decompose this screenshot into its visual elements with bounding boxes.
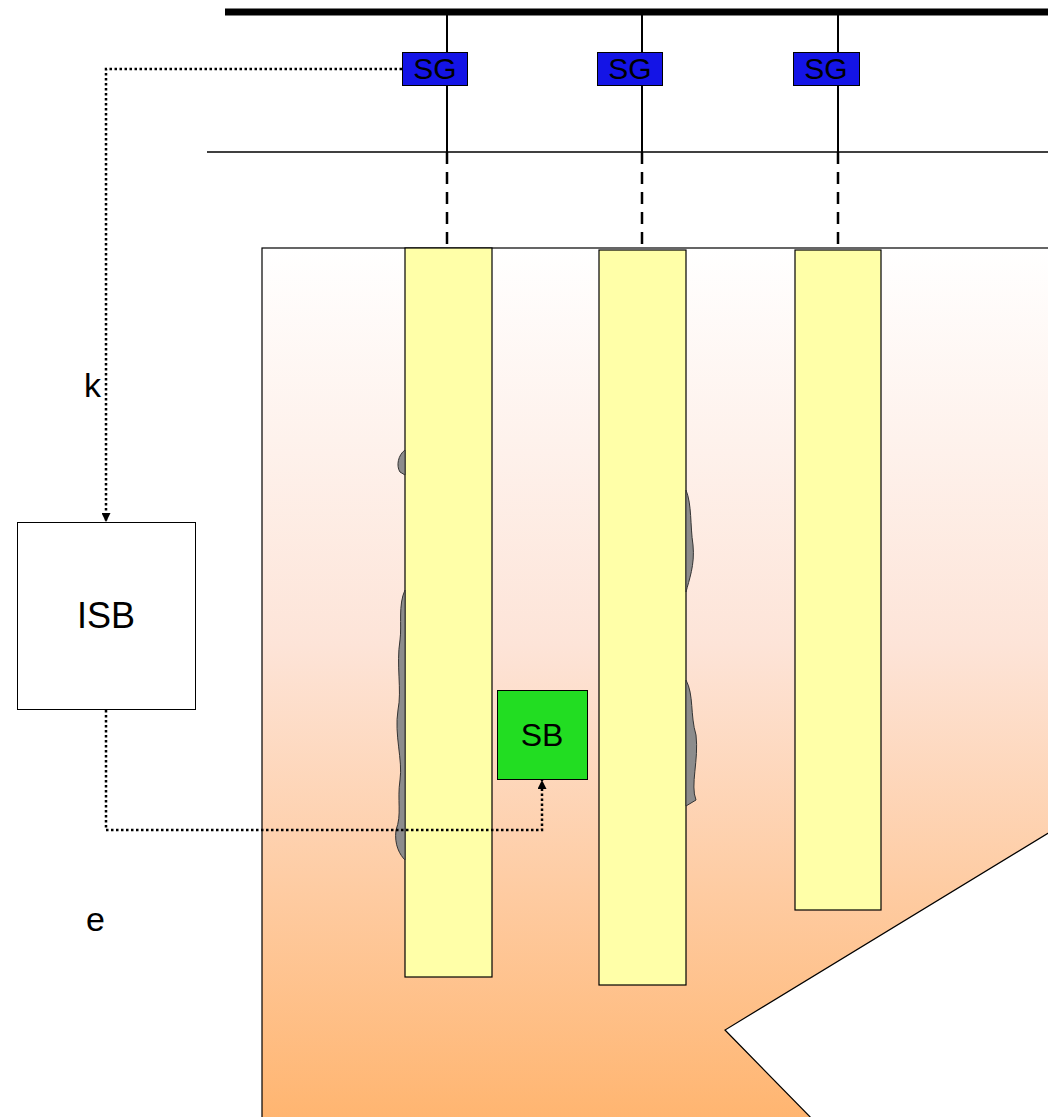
header-line (207, 151, 1048, 153)
furnace-body (262, 248, 1048, 1117)
sg-box: SG (793, 52, 860, 86)
lance-links (447, 152, 838, 250)
isb-box: ISB (17, 522, 196, 710)
sb-box: SB (497, 690, 588, 780)
node-label: SB (521, 719, 564, 751)
sg-box: SG (402, 52, 468, 86)
main-bus (225, 9, 1048, 16)
signal-link (106, 69, 402, 522)
furnace-nose (725, 826, 1048, 1117)
cut-off-letter: e (86, 902, 105, 936)
sg-feeders (447, 12, 838, 152)
node-label: SG (413, 54, 456, 84)
cut-off-letter: k (84, 368, 101, 402)
node-label: SG (804, 54, 847, 84)
node-label: ISB (77, 598, 135, 634)
tube-banks (405, 248, 881, 985)
sg-box: SG (597, 52, 663, 86)
signal-link (106, 710, 542, 830)
slag-deposits (396, 450, 697, 860)
node-label: SG (608, 54, 651, 84)
